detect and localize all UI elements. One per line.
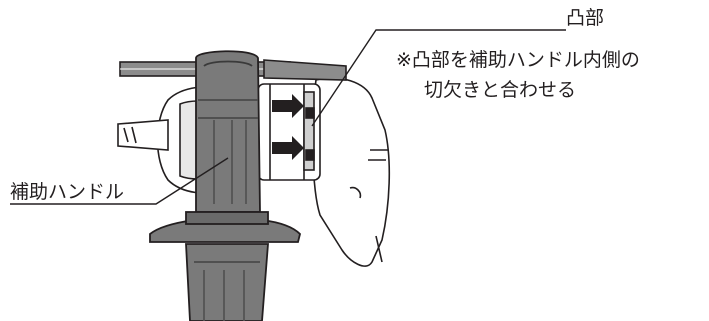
protrusion-mark-top: [305, 107, 315, 119]
insertion-arrows: [272, 94, 304, 160]
side-handle-label: 補助ハンドル: [10, 181, 125, 203]
protrusion-mark-bottom: [305, 149, 315, 161]
side-handle: [149, 50, 301, 321]
alignment-note-line-1: ※凸部を補助ハンドル内側の: [396, 49, 640, 71]
chuck-collar: [257, 83, 321, 181]
arrow-lower: [272, 136, 304, 160]
drill-body: [311, 77, 391, 267]
protrusion-label: 凸部: [566, 7, 605, 29]
leader-side-handle: [10, 157, 229, 205]
alignment-note-line-2: 切欠きと合わせる: [424, 79, 577, 101]
leader-protrusion: [311, 29, 566, 127]
leader-lines: [10, 29, 566, 205]
arrow-upper: [272, 94, 304, 118]
